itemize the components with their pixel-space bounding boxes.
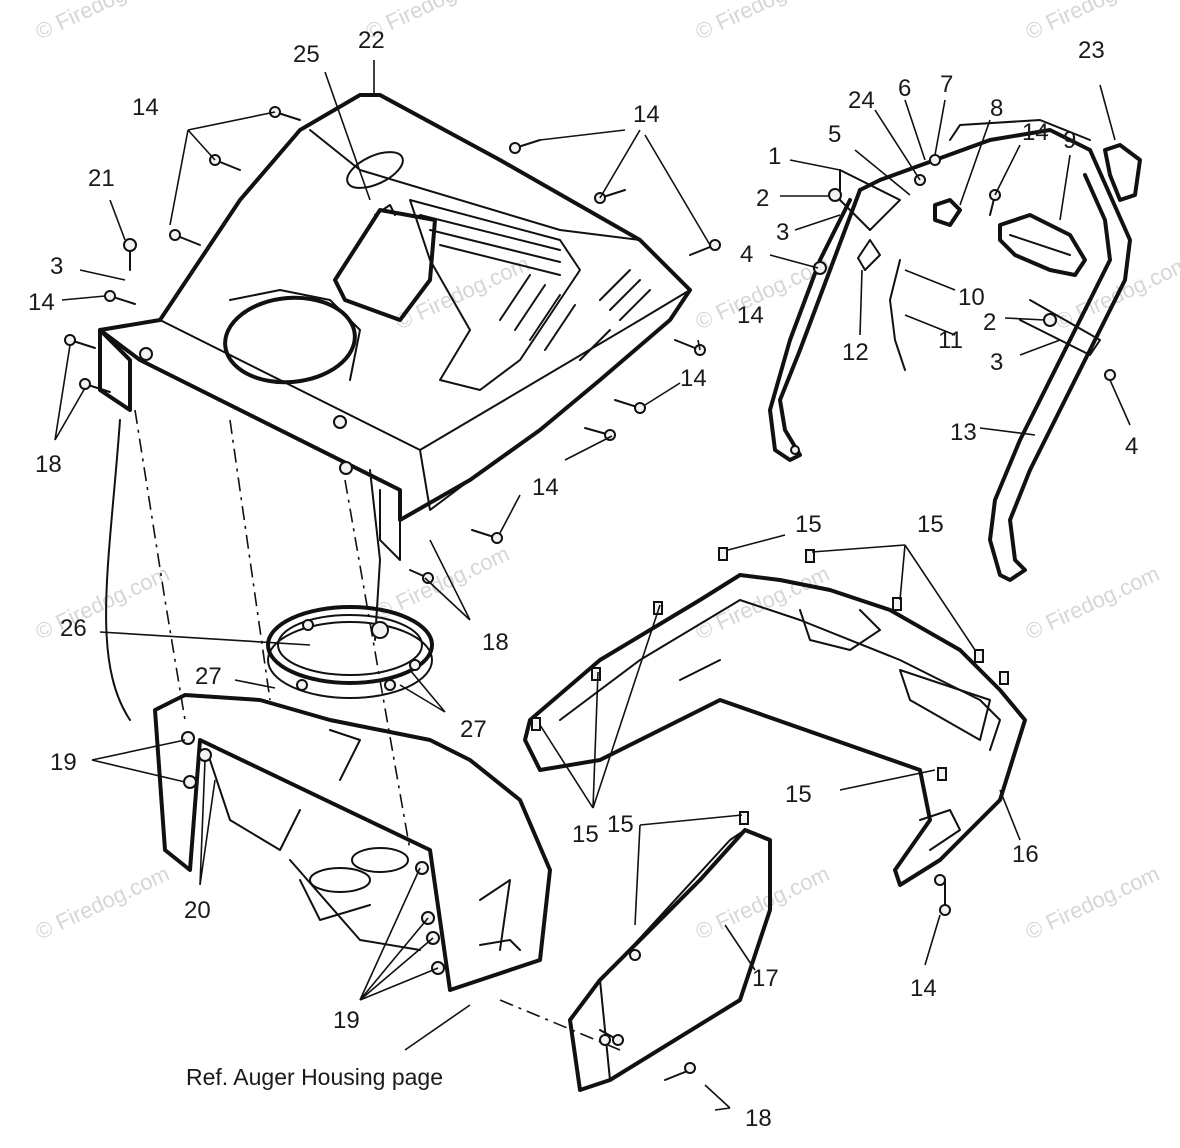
callout-13: 13 xyxy=(950,419,977,446)
callout-15: 15 xyxy=(795,511,822,538)
callout-27: 27 xyxy=(460,716,487,743)
callout-2: 2 xyxy=(983,309,996,336)
callout-14: 14 xyxy=(532,474,559,501)
callout-2: 2 xyxy=(756,185,769,212)
callout-25: 25 xyxy=(293,41,320,68)
reference-note: Ref. Auger Housing page xyxy=(186,1064,443,1090)
callout-18: 18 xyxy=(35,451,62,478)
watermark: © Firedog.com xyxy=(692,0,834,45)
callout-16: 16 xyxy=(1012,841,1039,868)
callout-3: 3 xyxy=(776,219,789,246)
callout-7: 7 xyxy=(940,71,953,98)
handle-part xyxy=(768,119,1132,582)
callout-labels: 22 25 14 14 21 3 14 18 14 14 14 18 26 27… xyxy=(28,27,1138,1132)
watermark: © Firedog.com xyxy=(32,0,174,45)
callout-12: 12 xyxy=(842,339,869,366)
callout-17: 17 xyxy=(752,965,779,992)
callout-19: 19 xyxy=(333,1007,360,1034)
callout-9: 9 xyxy=(1063,127,1076,154)
callout-4: 4 xyxy=(1125,433,1138,460)
callout-11: 11 xyxy=(938,327,963,354)
callout-15: 15 xyxy=(607,811,634,838)
callout-10: 10 xyxy=(958,284,985,311)
callout-18: 18 xyxy=(745,1105,772,1132)
callout-14: 14 xyxy=(680,365,707,392)
leader-lines xyxy=(54,60,1131,1111)
watermark: © Firedog.com xyxy=(1052,251,1180,335)
callout-14: 14 xyxy=(1022,119,1049,146)
callout-4: 4 xyxy=(740,241,753,268)
lower-shroud-part xyxy=(523,573,1027,887)
callout-15: 15 xyxy=(917,511,944,538)
watermark: © Firedog.com xyxy=(32,861,174,945)
side-shield-part xyxy=(568,828,772,1092)
callout-1: 1 xyxy=(768,143,781,170)
callout-14: 14 xyxy=(132,94,159,121)
control-parts xyxy=(813,154,1116,381)
callout-3: 3 xyxy=(990,349,1003,376)
callout-5: 5 xyxy=(828,121,841,148)
callout-23: 23 xyxy=(1078,37,1105,64)
callout-18: 18 xyxy=(482,629,509,656)
watermark: © Firedog.com xyxy=(692,561,834,645)
callout-27: 27 xyxy=(195,663,222,690)
watermark: © Firedog.com xyxy=(1022,561,1164,645)
callout-14: 14 xyxy=(910,975,937,1002)
clip-group xyxy=(531,547,1009,825)
callout-15: 15 xyxy=(572,821,599,848)
handle-grip-part xyxy=(998,213,1087,277)
callout-8: 8 xyxy=(990,95,1003,122)
callout-15: 15 xyxy=(785,781,812,808)
callout-21: 21 xyxy=(88,165,115,192)
watermark: © Firedog.com xyxy=(1022,861,1164,945)
housing-cover-part xyxy=(98,93,692,561)
callout-19: 19 xyxy=(50,749,77,776)
auger-frame-part xyxy=(153,693,552,992)
chute-ring-part xyxy=(266,605,434,699)
knob-part xyxy=(1103,143,1142,202)
callout-20: 20 xyxy=(184,897,211,924)
cover-plate-part xyxy=(333,204,437,322)
callout-3: 3 xyxy=(50,253,63,280)
callout-14: 14 xyxy=(737,302,764,329)
callout-24: 24 xyxy=(848,87,875,114)
callout-26: 26 xyxy=(60,615,87,642)
callout-6: 6 xyxy=(898,75,911,102)
callout-14: 14 xyxy=(28,289,55,316)
callout-14: 14 xyxy=(633,101,660,128)
callout-22: 22 xyxy=(358,27,385,54)
